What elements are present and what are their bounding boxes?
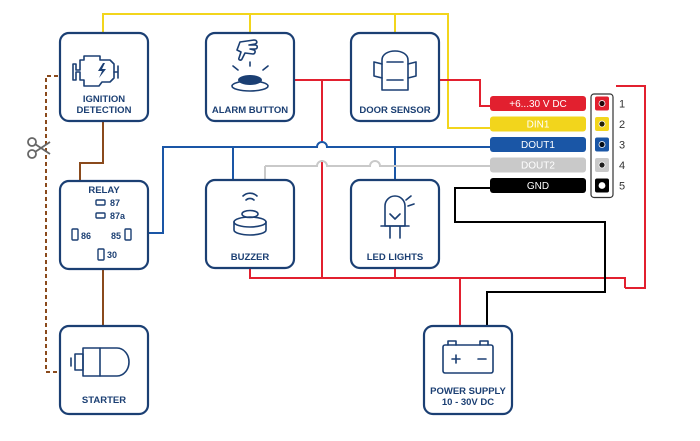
pin-87a-label: 87a [110, 211, 126, 221]
pin-number-2: 2 [619, 119, 625, 131]
door-sensor-label: DOOR SENSOR [359, 105, 430, 116]
pin-number-3: 3 [619, 140, 625, 152]
pin-tag-5 [490, 178, 586, 193]
ignition-label-2: DETECTION [77, 105, 132, 116]
pin-hole-2 [598, 120, 606, 128]
pin-hole-5 [598, 182, 606, 189]
power-supply-label-2: 10 - 30V DC [442, 397, 494, 408]
ignition-label-1: IGNITION [83, 94, 125, 105]
pin-number-5: 5 [619, 181, 625, 193]
pin-number-4: 4 [619, 160, 625, 172]
starter-component: STARTER [58, 324, 150, 416]
wire-din1-yellow [102, 13, 490, 129]
wire-gnd-black [454, 187, 606, 326]
pin-30-label: 30 [107, 250, 117, 260]
alarm-button-component: ALARM BUTTON [204, 31, 296, 123]
pin-87-label: 87 [110, 198, 120, 208]
pin-label-1: +6...30 V DC [509, 99, 567, 110]
door-sensor-component: DOOR SENSOR [349, 31, 441, 123]
pin-label-4: DOUT2 [521, 161, 555, 172]
battery-icon [442, 340, 494, 374]
buzzer-component: BUZZER [204, 178, 296, 270]
buzzer-label: BUZZER [231, 252, 270, 263]
relay-label: RELAY [88, 185, 120, 196]
pin-label-5: GND [527, 181, 549, 192]
led-lights-component: LED LIGHTS [349, 178, 441, 270]
led-lights-label: LED LIGHTS [367, 252, 423, 263]
starter-label: STARTER [82, 395, 126, 406]
engine-icon [72, 55, 119, 87]
pin-87-icon [95, 199, 106, 206]
power-supply-label-1: POWER SUPPLY [430, 386, 506, 397]
buzzer-icon [233, 192, 267, 236]
pin-tag-3 [490, 137, 586, 152]
relay-component: RELAY 87 87a 86 85 30 [58, 179, 150, 271]
pin-30-icon [97, 248, 105, 261]
pin-85-icon [124, 228, 132, 241]
pin-number-1: 1 [619, 99, 625, 111]
led-icon [380, 195, 415, 239]
power-supply-component: POWER SUPPLY 10 - 30V DC [422, 324, 514, 416]
wire-dout1-blue [135, 141, 490, 234]
pin-tag-1 [490, 96, 586, 111]
pin-label-3: DOUT1 [521, 140, 555, 151]
pin-86-label: 86 [81, 231, 91, 241]
starter-motor-icon [70, 347, 130, 377]
wire-power-red [248, 79, 646, 326]
car-door-icon [373, 50, 417, 91]
hand-press-icon [231, 39, 269, 92]
pin-tag-4 [490, 157, 586, 173]
pin-86-icon [71, 228, 79, 241]
pin-hole-3 [598, 141, 606, 148]
scissors-icon [27, 137, 51, 159]
pin-85-label: 85 [111, 231, 121, 241]
pin-hole-1 [598, 100, 606, 107]
pin-hole-4 [598, 161, 606, 169]
alarm-button-label: ALARM BUTTON [212, 105, 288, 116]
wire-dout2-gray [264, 160, 490, 180]
pin-tag-2 [490, 116, 586, 132]
pin-label-2: DIN1 [527, 120, 550, 131]
pin-87a-icon [95, 212, 106, 219]
ignition-detection-component: IGNITION DETECTION [58, 31, 150, 123]
wire-brown-dashed [45, 75, 58, 373]
